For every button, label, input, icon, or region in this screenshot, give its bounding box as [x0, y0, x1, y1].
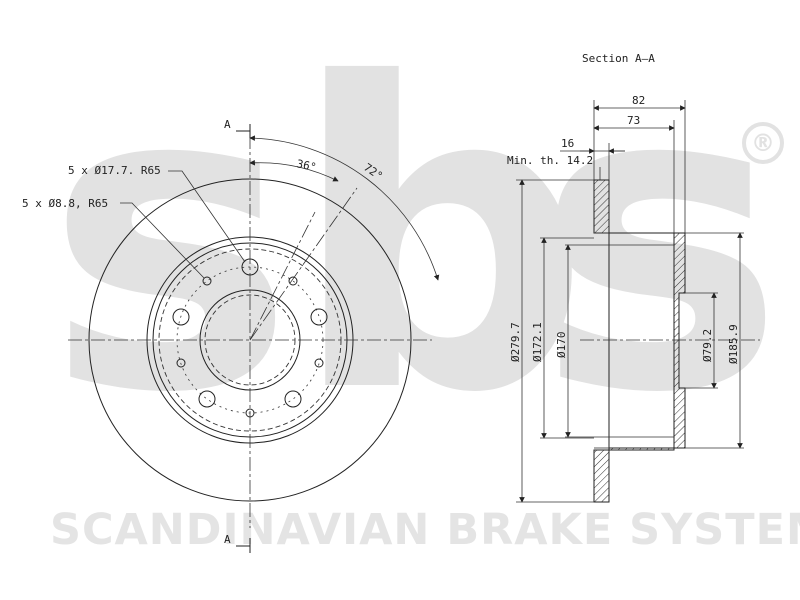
- dim-82: 82: [632, 94, 645, 107]
- small-hole-1: [202, 276, 212, 286]
- angle-arc-36: [249, 159, 339, 182]
- angle-ray-72: [249, 187, 358, 341]
- angle-label-36: 36°: [295, 157, 317, 174]
- angle-ray-36: [249, 211, 316, 341]
- dia-170: Ø170: [555, 332, 568, 359]
- registered-mark: ®: [742, 122, 784, 164]
- leader-large-hole: [168, 170, 246, 263]
- min-thickness-label: Min. th. 14.2: [507, 154, 593, 167]
- small-hole-5: [176, 358, 186, 368]
- label-small-holes: 5 x Ø8.8, R65: [22, 197, 108, 210]
- brand-name: SCANDINAVIAN BRAKE SYSTEMS: [50, 505, 800, 555]
- small-hole-2: [288, 276, 298, 286]
- dia-185-9: Ø185.9: [727, 324, 740, 364]
- bolt-hole-large-4: [198, 390, 216, 408]
- bolt-hole-large-3: [284, 390, 302, 408]
- label-large-holes: 5 x Ø17.7. R65: [68, 164, 161, 177]
- section-marker-top: A: [224, 118, 231, 131]
- watermark-letter-s2: s: [535, 0, 785, 485]
- angle-arc-72: [249, 135, 440, 281]
- section-view: Section A–A 82 73 16 Min. th. 14.2: [507, 52, 760, 503]
- leader-small-hole: [120, 202, 205, 279]
- bolt-hole-large-5: [172, 308, 190, 326]
- small-hole-3: [314, 358, 324, 368]
- dim-16: 16: [561, 137, 574, 150]
- disc-cross-section: [593, 179, 686, 503]
- front-view: A A 36° 72° 5 x Ø17.7. R65 5 x Ø8.8, R65: [22, 118, 440, 553]
- section-marker-bottom: A: [224, 533, 231, 546]
- dim-73: 73: [627, 114, 640, 127]
- section-title: Section A–A: [582, 52, 655, 65]
- bolt-hole-large-2: [310, 308, 328, 326]
- dia-279-7: Ø279.7: [509, 322, 522, 362]
- dia-172-1: Ø172.1: [531, 322, 544, 362]
- angle-label-72: 72°: [361, 161, 385, 183]
- dia-79-2: Ø79.2: [701, 329, 714, 362]
